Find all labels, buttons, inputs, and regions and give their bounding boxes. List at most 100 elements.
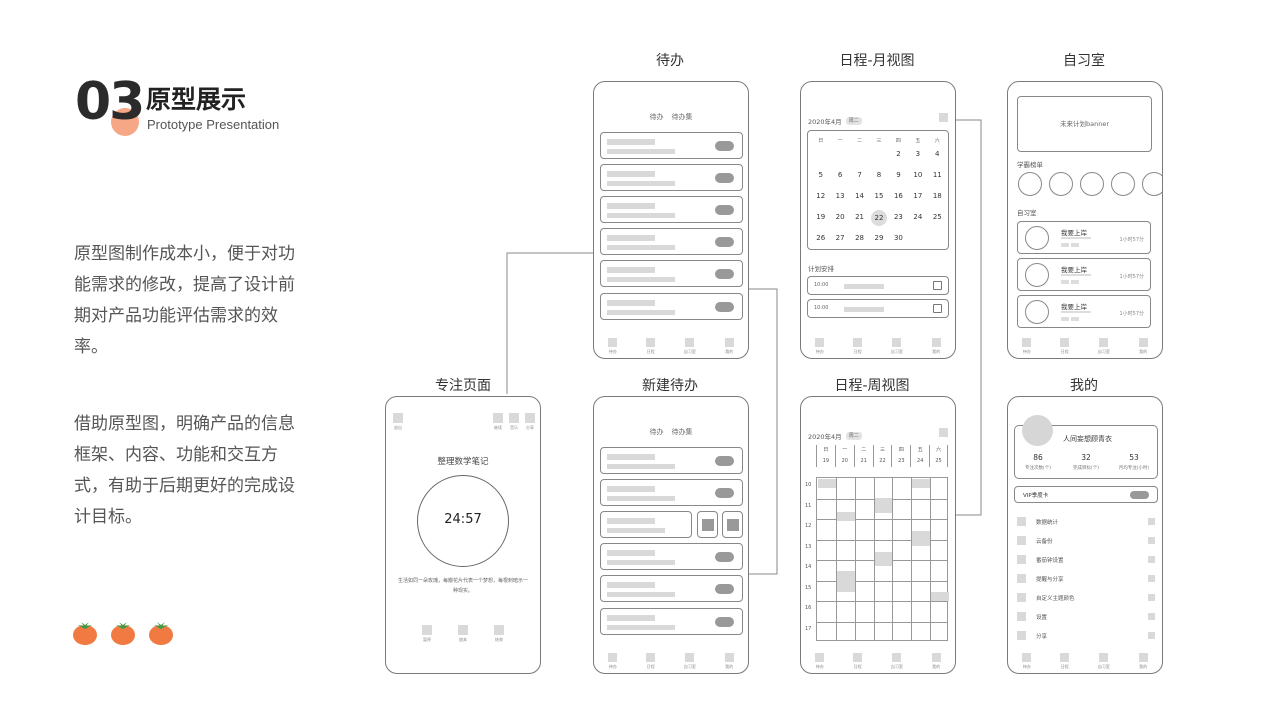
tabbar-todo[interactable]: 待办 <box>608 338 618 355</box>
tabbar-todo[interactable]: 待办 <box>1022 338 1032 355</box>
tabbar-study-room[interactable]: 自习室 <box>1098 338 1110 355</box>
todo-toggle[interactable] <box>715 552 734 562</box>
calendar-day[interactable]: 17 <box>908 189 927 210</box>
tabbar-todo[interactable]: 待办 <box>1022 653 1032 670</box>
todo-toggle[interactable] <box>715 302 734 312</box>
menu-item[interactable]: 番茄钟设置 <box>1017 555 1155 565</box>
menu-item[interactable]: 设置 <box>1017 612 1155 622</box>
share-button[interactable]: 分享 <box>525 413 535 431</box>
calendar-day[interactable]: 10 <box>908 168 927 189</box>
calendar-day[interactable]: 27 <box>830 231 849 252</box>
rank-avatar[interactable] <box>1142 172 1162 196</box>
tabbar-mine[interactable]: 我的 <box>724 653 734 670</box>
calendar-day[interactable]: 23 <box>889 210 908 231</box>
calendar-day[interactable]: 26 <box>811 231 830 252</box>
room-card[interactable]: 我要上岸 1小时57分 <box>1017 295 1151 328</box>
schedule-block[interactable] <box>912 531 931 546</box>
tabbar-mine[interactable]: 我的 <box>931 338 941 355</box>
calendar-day[interactable]: 22 <box>869 210 888 231</box>
tabbar-schedule[interactable]: 日程 <box>646 653 656 670</box>
calendar-day[interactable]: 7 <box>850 168 869 189</box>
todo-item[interactable] <box>600 196 743 223</box>
vip-card-row[interactable]: VIP季度卡 <box>1014 486 1158 503</box>
music-button[interactable]: 音乐 <box>509 413 519 431</box>
tabbar-todo[interactable]: 待办 <box>815 653 825 670</box>
calendar-day[interactable]: 6 <box>830 168 849 189</box>
todo-item[interactable] <box>600 293 743 320</box>
todo-toggle[interactable] <box>715 141 734 151</box>
schedule-block[interactable] <box>931 591 949 601</box>
tabbar-study-room[interactable]: 自习室 <box>1098 653 1110 670</box>
tabbar-schedule[interactable]: 日程 <box>1060 653 1070 670</box>
give-up-button[interactable]: 放弃 <box>458 625 468 643</box>
profile-card[interactable] <box>1014 425 1158 479</box>
plan-item[interactable]: 10:00 <box>807 299 949 318</box>
tabbar-mine[interactable]: 我的 <box>724 338 734 355</box>
delete-action-button[interactable] <box>722 511 743 538</box>
todo-toggle[interactable] <box>715 269 734 279</box>
todo-item[interactable] <box>600 260 743 287</box>
tab-todo-set[interactable]: 待办集 <box>671 428 693 436</box>
todo-toggle[interactable] <box>715 488 734 498</box>
tabbar-study-room[interactable]: 自习室 <box>891 653 903 670</box>
menu-item[interactable]: 提醒与分享 <box>1017 574 1155 584</box>
calendar-day[interactable]: 8 <box>869 168 888 189</box>
calendar-day[interactable]: 18 <box>928 189 947 210</box>
tab-todo[interactable]: 待办 <box>649 113 664 121</box>
calendar-day[interactable]: 2 <box>889 147 908 168</box>
room-card[interactable]: 我要上岸 1小时57分 <box>1017 258 1151 291</box>
todo-item[interactable] <box>600 543 743 570</box>
edit-action-button[interactable] <box>697 511 718 538</box>
tabbar-todo[interactable]: 待办 <box>608 653 618 670</box>
calendar-day[interactable]: 5 <box>811 168 830 189</box>
tabbar-schedule[interactable]: 日程 <box>853 338 863 355</box>
menu-item[interactable]: 云备份 <box>1017 536 1155 546</box>
tabbar-mine[interactable]: 我的 <box>1138 338 1148 355</box>
tabbar-schedule[interactable]: 日程 <box>646 338 656 355</box>
menu-item[interactable]: 数据统计 <box>1017 517 1155 527</box>
tabbar-todo[interactable]: 待办 <box>815 338 825 355</box>
tabbar-study-room[interactable]: 自习室 <box>891 338 903 355</box>
tabbar-study-room[interactable]: 自习室 <box>684 338 696 355</box>
todo-toggle[interactable] <box>715 173 734 183</box>
calendar-day[interactable]: 25 <box>928 210 947 231</box>
rank-avatar[interactable] <box>1049 172 1073 196</box>
todo-toggle[interactable] <box>715 584 734 594</box>
rank-avatar[interactable] <box>1018 172 1042 196</box>
schedule-block[interactable] <box>818 479 836 489</box>
tabbar-mine[interactable]: 我的 <box>931 653 941 670</box>
vip-toggle[interactable] <box>1130 491 1149 499</box>
calendar-day[interactable]: 9 <box>889 168 908 189</box>
todo-item[interactable] <box>600 228 743 255</box>
calendar-day[interactable]: 12 <box>811 189 830 210</box>
rank-avatar[interactable] <box>1111 172 1135 196</box>
finish-button[interactable]: 结束 <box>494 625 504 643</box>
schedule-block[interactable] <box>874 551 893 567</box>
calendar-day[interactable]: 15 <box>869 189 888 210</box>
tab-todo[interactable]: 待办 <box>649 428 664 436</box>
calendar-day[interactable]: 24 <box>908 210 927 231</box>
todo-toggle[interactable] <box>715 205 734 215</box>
todo-toggle[interactable] <box>715 617 734 627</box>
rank-avatar[interactable] <box>1080 172 1104 196</box>
continue-button[interactable]: 继续 <box>493 413 503 431</box>
schedule-block[interactable] <box>836 571 855 592</box>
todo-item[interactable] <box>600 132 743 159</box>
calendar-day[interactable]: 11 <box>928 168 947 189</box>
schedule-block[interactable] <box>836 511 855 522</box>
pause-button[interactable]: 暂停 <box>422 625 432 643</box>
calendar-day[interactable]: 20 <box>830 210 849 231</box>
menu-item[interactable]: 自定义主题颜色 <box>1017 593 1155 603</box>
schedule-block[interactable] <box>912 479 931 489</box>
calendar-day[interactable]: 13 <box>830 189 849 210</box>
todo-item-editing[interactable] <box>600 511 692 538</box>
todo-item[interactable] <box>600 479 743 506</box>
todo-toggle[interactable] <box>715 237 734 247</box>
tabbar-schedule[interactable]: 日程 <box>1060 338 1070 355</box>
tabbar-study-room[interactable]: 自习室 <box>684 653 696 670</box>
room-card[interactable]: 我要上岸 1小时57分 <box>1017 221 1151 254</box>
calendar-day[interactable]: 21 <box>850 210 869 231</box>
calendar-menu-icon[interactable] <box>939 428 948 437</box>
weekday-chip[interactable]: 周二 <box>845 117 862 125</box>
calendar-day[interactable]: 28 <box>850 231 869 252</box>
